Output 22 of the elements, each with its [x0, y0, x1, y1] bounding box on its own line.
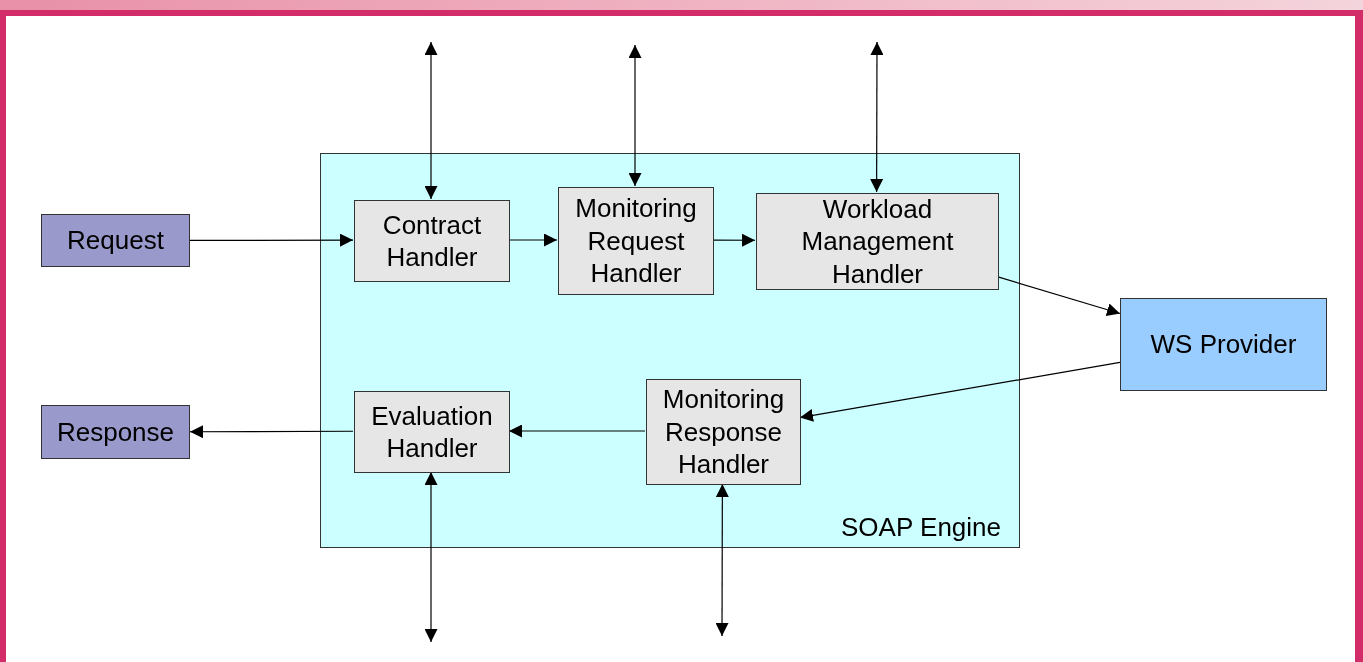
handler-box: Contract Handler — [354, 200, 510, 282]
output-box: Response — [41, 405, 190, 459]
arrow — [424, 471, 438, 643]
handler-box: Monitoring Request Handler — [558, 187, 714, 295]
handler-box: Workload Management Handler — [756, 193, 999, 290]
arrow — [628, 44, 642, 187]
handler-box: Evaluation Handler — [354, 391, 510, 473]
arrow — [508, 424, 646, 438]
handler-box: Monitoring Response Handler — [646, 379, 801, 485]
container-label: SOAP Engine — [841, 510, 1001, 543]
provider-box: WS Provider — [1120, 298, 1327, 391]
arrow — [424, 41, 438, 200]
arrow — [870, 41, 884, 193]
arrow — [799, 361, 1121, 422]
arrow — [189, 425, 354, 439]
arrow — [712, 233, 756, 247]
input-box: Request — [41, 214, 190, 267]
engine-container — [320, 153, 1020, 548]
arrow — [508, 233, 558, 247]
arrow — [189, 233, 354, 247]
arrow — [997, 276, 1121, 316]
arrow — [715, 483, 729, 637]
